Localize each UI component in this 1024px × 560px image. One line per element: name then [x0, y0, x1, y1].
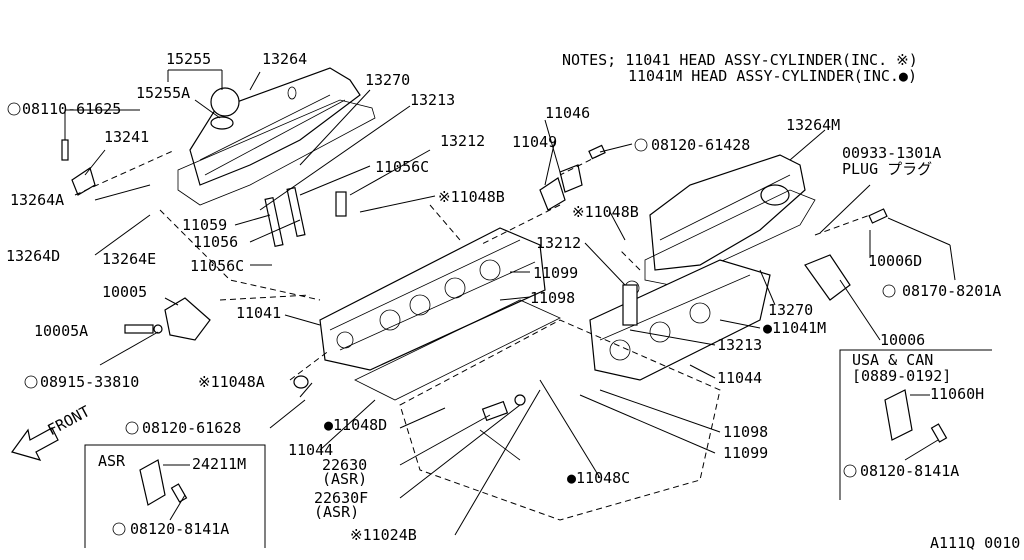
label-08110-61625: 08110-61625	[22, 100, 121, 118]
label-10005: 10005	[102, 283, 147, 301]
label-11098-b: 11098	[723, 423, 768, 441]
usa-can-inset	[839, 349, 992, 500]
label-11048B-b: ※11048B	[572, 203, 639, 221]
label-08120-61628: 08120-61628	[142, 419, 241, 437]
asr-part-2: 08120-8141A	[130, 520, 229, 538]
label-11041: 11041	[236, 304, 281, 322]
label-22630: 22630	[322, 456, 367, 474]
label-08915-33810: 08915-33810	[40, 373, 139, 391]
label-13264E: 13264E	[102, 250, 156, 268]
label-15255A: 15255A	[136, 84, 190, 102]
plug-text: PLUG プラグ	[842, 160, 932, 178]
leader-lines	[64, 69, 956, 536]
label-13212-a: 13212	[440, 132, 485, 150]
label-11099-b: 11099	[723, 444, 768, 462]
label-13213-b: 13213	[717, 336, 762, 354]
plug-code: 00933-1301A	[842, 144, 941, 162]
bolt-08110	[61, 139, 69, 161]
label-11048A: ※11048A	[198, 373, 265, 391]
asr-title: ASR	[98, 452, 126, 470]
label-13213-a: 13213	[410, 91, 455, 109]
bracket-10006	[804, 254, 851, 301]
rocker-cover-right	[649, 154, 806, 271]
usa-title-2: [0889-0192]	[852, 367, 951, 385]
usa-part-2: 08120-8141A	[860, 462, 959, 480]
rocker-gasket-right	[644, 189, 816, 286]
label-11048D: ●11048D	[324, 416, 387, 434]
bolt-11048A	[293, 375, 309, 389]
asr-part-1: 24211M	[192, 455, 246, 473]
bolt-10005A	[124, 324, 154, 334]
head-gasket-left	[354, 299, 561, 401]
rocker-cover-left	[189, 67, 361, 186]
label-11056C-b: 11056C	[190, 257, 244, 275]
front-label: FRONT	[45, 402, 93, 439]
label-11048B-a: ※11048B	[438, 188, 505, 206]
assembly-guides	[74, 149, 871, 381]
label-10005A: 10005A	[34, 322, 88, 340]
label-13212-b: 13212	[536, 234, 581, 252]
label-11098-a: 11098	[530, 289, 575, 307]
label-11044-a: 11044	[717, 369, 762, 387]
engine-block-outline	[399, 319, 721, 521]
label-11056C: 11056C	[375, 158, 429, 176]
label-13264M: 13264M	[786, 116, 840, 134]
usa-title-1: USA & CAN	[852, 351, 933, 369]
diagram-code: A111Q 0010	[930, 534, 1020, 552]
bracket-10005	[164, 297, 211, 341]
label-22630-asr: (ASR)	[322, 470, 367, 488]
label-11024B: ※11024B	[350, 526, 417, 544]
cylinder-head-right	[589, 259, 771, 381]
label-11044-b: 11044	[288, 441, 333, 459]
asr-inset	[84, 444, 266, 548]
cylinder-head-left	[319, 227, 546, 371]
usa-part-1: 11060H	[930, 385, 984, 403]
front-arrow-icon	[11, 427, 59, 461]
label-10006D: 10006D	[868, 252, 922, 270]
label-10006: 10006	[880, 331, 925, 349]
label-22630F-asr: (ASR)	[314, 503, 359, 521]
bolt-marker-icons	[7, 102, 896, 536]
label-11041M: ●11041M	[763, 319, 826, 337]
label-13241: 13241	[104, 128, 149, 146]
label-13264A: 13264A	[10, 191, 64, 209]
label-11099-a: 11099	[533, 264, 578, 282]
label-13264: 13264	[262, 50, 307, 68]
label-08170-8201A: 08170-8201A	[902, 282, 1001, 300]
label-08120-61428: 08120-61428	[651, 136, 750, 154]
label-11059: 11059	[182, 216, 227, 234]
label-13270-b: 13270	[768, 301, 813, 319]
label-11056: 11056	[193, 233, 238, 251]
label-22630F: 22630F	[314, 489, 368, 507]
label-11048C: ●11048C	[567, 469, 630, 487]
label-11046: 11046	[545, 104, 590, 122]
notes: NOTES; 11041 HEAD ASSY-CYLINDER(INC. ※) …	[562, 51, 918, 85]
label-15255: 15255	[166, 50, 211, 68]
notes-line-2: 11041M HEAD ASSY-CYLINDER(INC.●)	[628, 67, 917, 85]
label-11049: 11049	[512, 133, 557, 151]
label-13270-a: 13270	[365, 71, 410, 89]
notes-line-1: NOTES; 11041 HEAD ASSY-CYLINDER(INC. ※)	[562, 51, 918, 69]
label-13264D: 13264D	[6, 247, 60, 265]
